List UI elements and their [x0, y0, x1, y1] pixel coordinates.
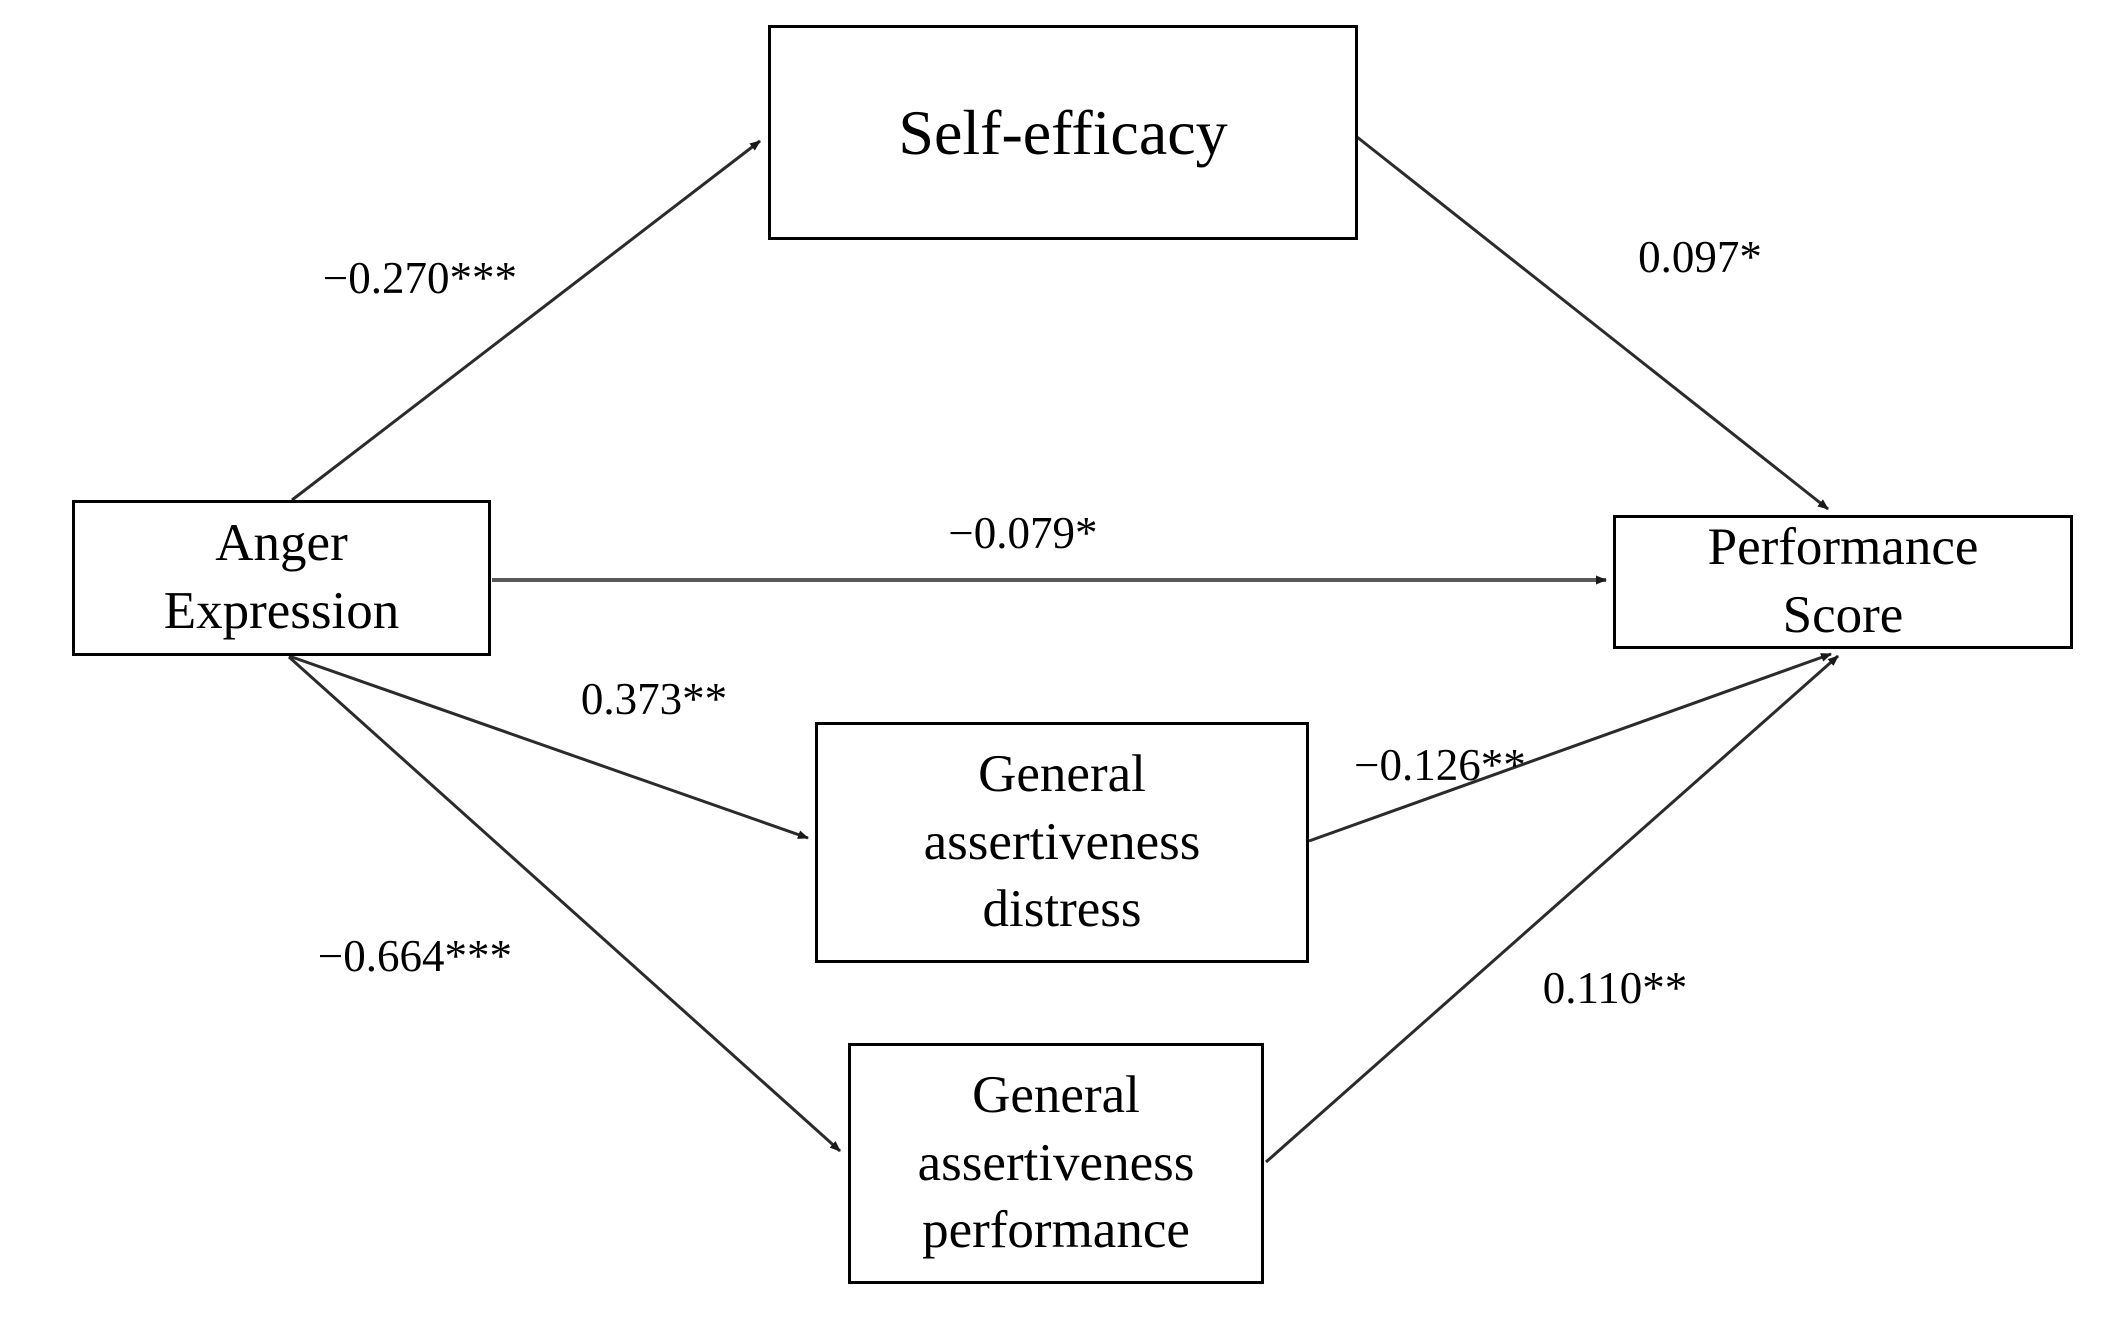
node-ga-performance-label-line1: General: [972, 1065, 1140, 1124]
node-anger-expression: Anger Expression: [72, 500, 491, 656]
node-general-assertiveness-performance: General assertiveness performance: [848, 1043, 1264, 1284]
arrow-general-assertiveness-distress-to-performance-score: [1308, 652, 1832, 843]
node-self-efficacy-label: Self-efficacy: [898, 96, 1228, 168]
node-general-assertiveness-distress: General assertiveness distress: [815, 722, 1309, 963]
arrow-self-efficacy-to-performance-score: [1356, 135, 1829, 511]
node-ga-performance-label-line3: performance: [922, 1201, 1190, 1260]
node-ga-distress-label-line3: distress: [982, 880, 1142, 939]
node-anger-expression-label-line2: Expression: [163, 582, 400, 640]
coefficient-general-assertiveness-distress-to-performance-score: −0.126**: [1354, 740, 1526, 790]
arrow-anger-to-general-assertiveness-performance: [287, 655, 842, 1153]
coefficient-self-efficacy-to-performance-score: 0.097*: [1638, 232, 1762, 282]
coefficient-anger-to-general-assertiveness-distress: 0.373**: [580, 674, 728, 724]
coefficient-anger-to-self-efficacy: −0.270***: [322, 253, 518, 303]
arrow-anger-to-self-efficacy: [291, 139, 761, 502]
node-performance-score-label-line2: Score: [1782, 586, 1904, 644]
node-ga-distress-label-line2: assertiveness: [923, 812, 1201, 871]
arrow-anger-to-general-assertiveness-distress: [288, 654, 809, 840]
arrow-general-assertiveness-performance-to-performance-score: [1265, 654, 1839, 1164]
node-ga-performance-label-line2: assertiveness: [917, 1133, 1195, 1192]
node-anger-expression-label-line1: Anger: [215, 514, 348, 573]
node-performance-score-label-line1: Performance: [1707, 518, 1979, 577]
coefficient-general-assertiveness-performance-to-performance-score: 0.110**: [1542, 963, 1688, 1013]
node-ga-distress-label-line1: General: [978, 744, 1146, 803]
node-self-efficacy: Self-efficacy: [768, 25, 1358, 240]
coefficient-anger-to-general-assertiveness-performance: −0.664***: [317, 931, 513, 981]
coefficient-anger-to-performance-score: −0.079*: [948, 508, 1098, 558]
node-performance-score: Performance Score: [1613, 515, 2073, 649]
